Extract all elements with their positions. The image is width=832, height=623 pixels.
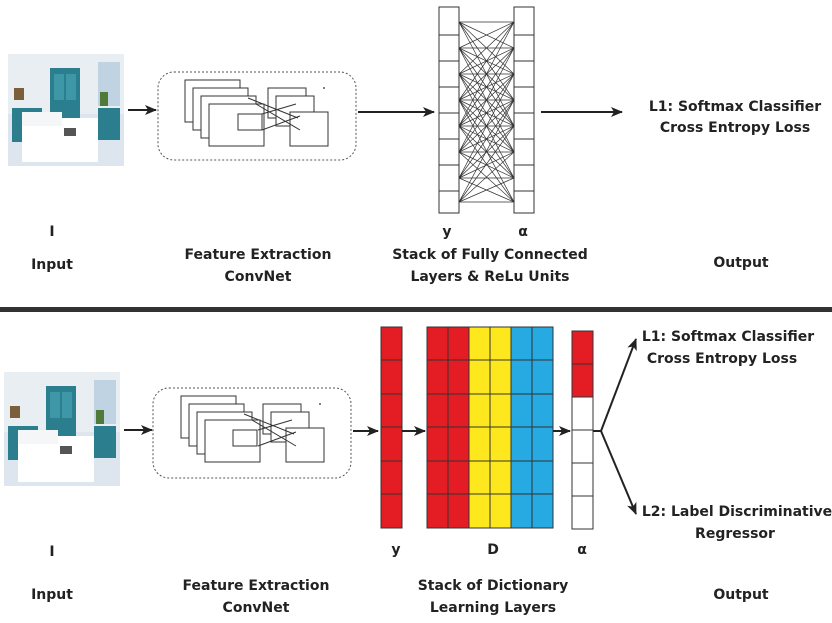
top-l1-line1: L1: Softmax Classifier xyxy=(649,99,821,115)
top-input-symbol: I xyxy=(49,224,54,240)
bottom-feature-line2: ConvNet xyxy=(223,600,290,616)
bottom-feature-line1: Feature Extraction xyxy=(183,578,330,594)
top-output-label: Output xyxy=(713,255,769,271)
bedroom-image xyxy=(4,372,120,486)
arrow-icon xyxy=(600,430,637,515)
convnet-icon xyxy=(152,387,352,479)
y-vector xyxy=(380,326,403,529)
top-alpha-symbol: α xyxy=(518,224,528,240)
bottom-l2-line1: L2: Label Discriminative xyxy=(642,504,832,520)
convnet-icon xyxy=(157,71,357,161)
top-stack-line2: Layers & ReLu Units xyxy=(411,269,570,285)
bottom-l1-line1: L1: Softmax Classifier xyxy=(642,329,814,345)
bottom-input-symbol: I xyxy=(49,544,54,560)
bottom-panel: L1: Softmax Classifier Cross Entropy Los… xyxy=(4,326,832,616)
fully-connected-icon xyxy=(438,6,535,214)
bottom-output-label: Output xyxy=(713,587,769,603)
top-stack-line1: Stack of Fully Connected xyxy=(392,247,588,263)
dictionary-matrix xyxy=(426,326,554,529)
bottom-stack-line1: Stack of Dictionary xyxy=(418,578,569,594)
top-feature-line1: Feature Extraction xyxy=(185,247,332,263)
bottom-l1-line2: Cross Entropy Loss xyxy=(647,351,797,367)
panel-divider xyxy=(0,307,832,312)
arrow-icon xyxy=(600,338,637,432)
bottom-stack-line2: Learning Layers xyxy=(430,600,556,616)
bottom-d-symbol: D xyxy=(487,542,499,558)
top-feature-line2: ConvNet xyxy=(225,269,292,285)
bedroom-image xyxy=(8,54,124,166)
bottom-input-label: Input xyxy=(31,587,73,603)
top-panel: L1: Softmax Classifier Cross Entropy Los… xyxy=(8,6,821,285)
alpha-vector xyxy=(571,330,594,530)
bottom-alpha-symbol: α xyxy=(577,542,587,558)
bottom-y-symbol: y xyxy=(391,542,400,558)
top-input-label: Input xyxy=(31,257,73,273)
top-y-symbol: y xyxy=(442,224,451,240)
top-l1-line2: Cross Entropy Loss xyxy=(660,120,810,136)
bottom-l2-line2: Regressor xyxy=(695,526,775,542)
